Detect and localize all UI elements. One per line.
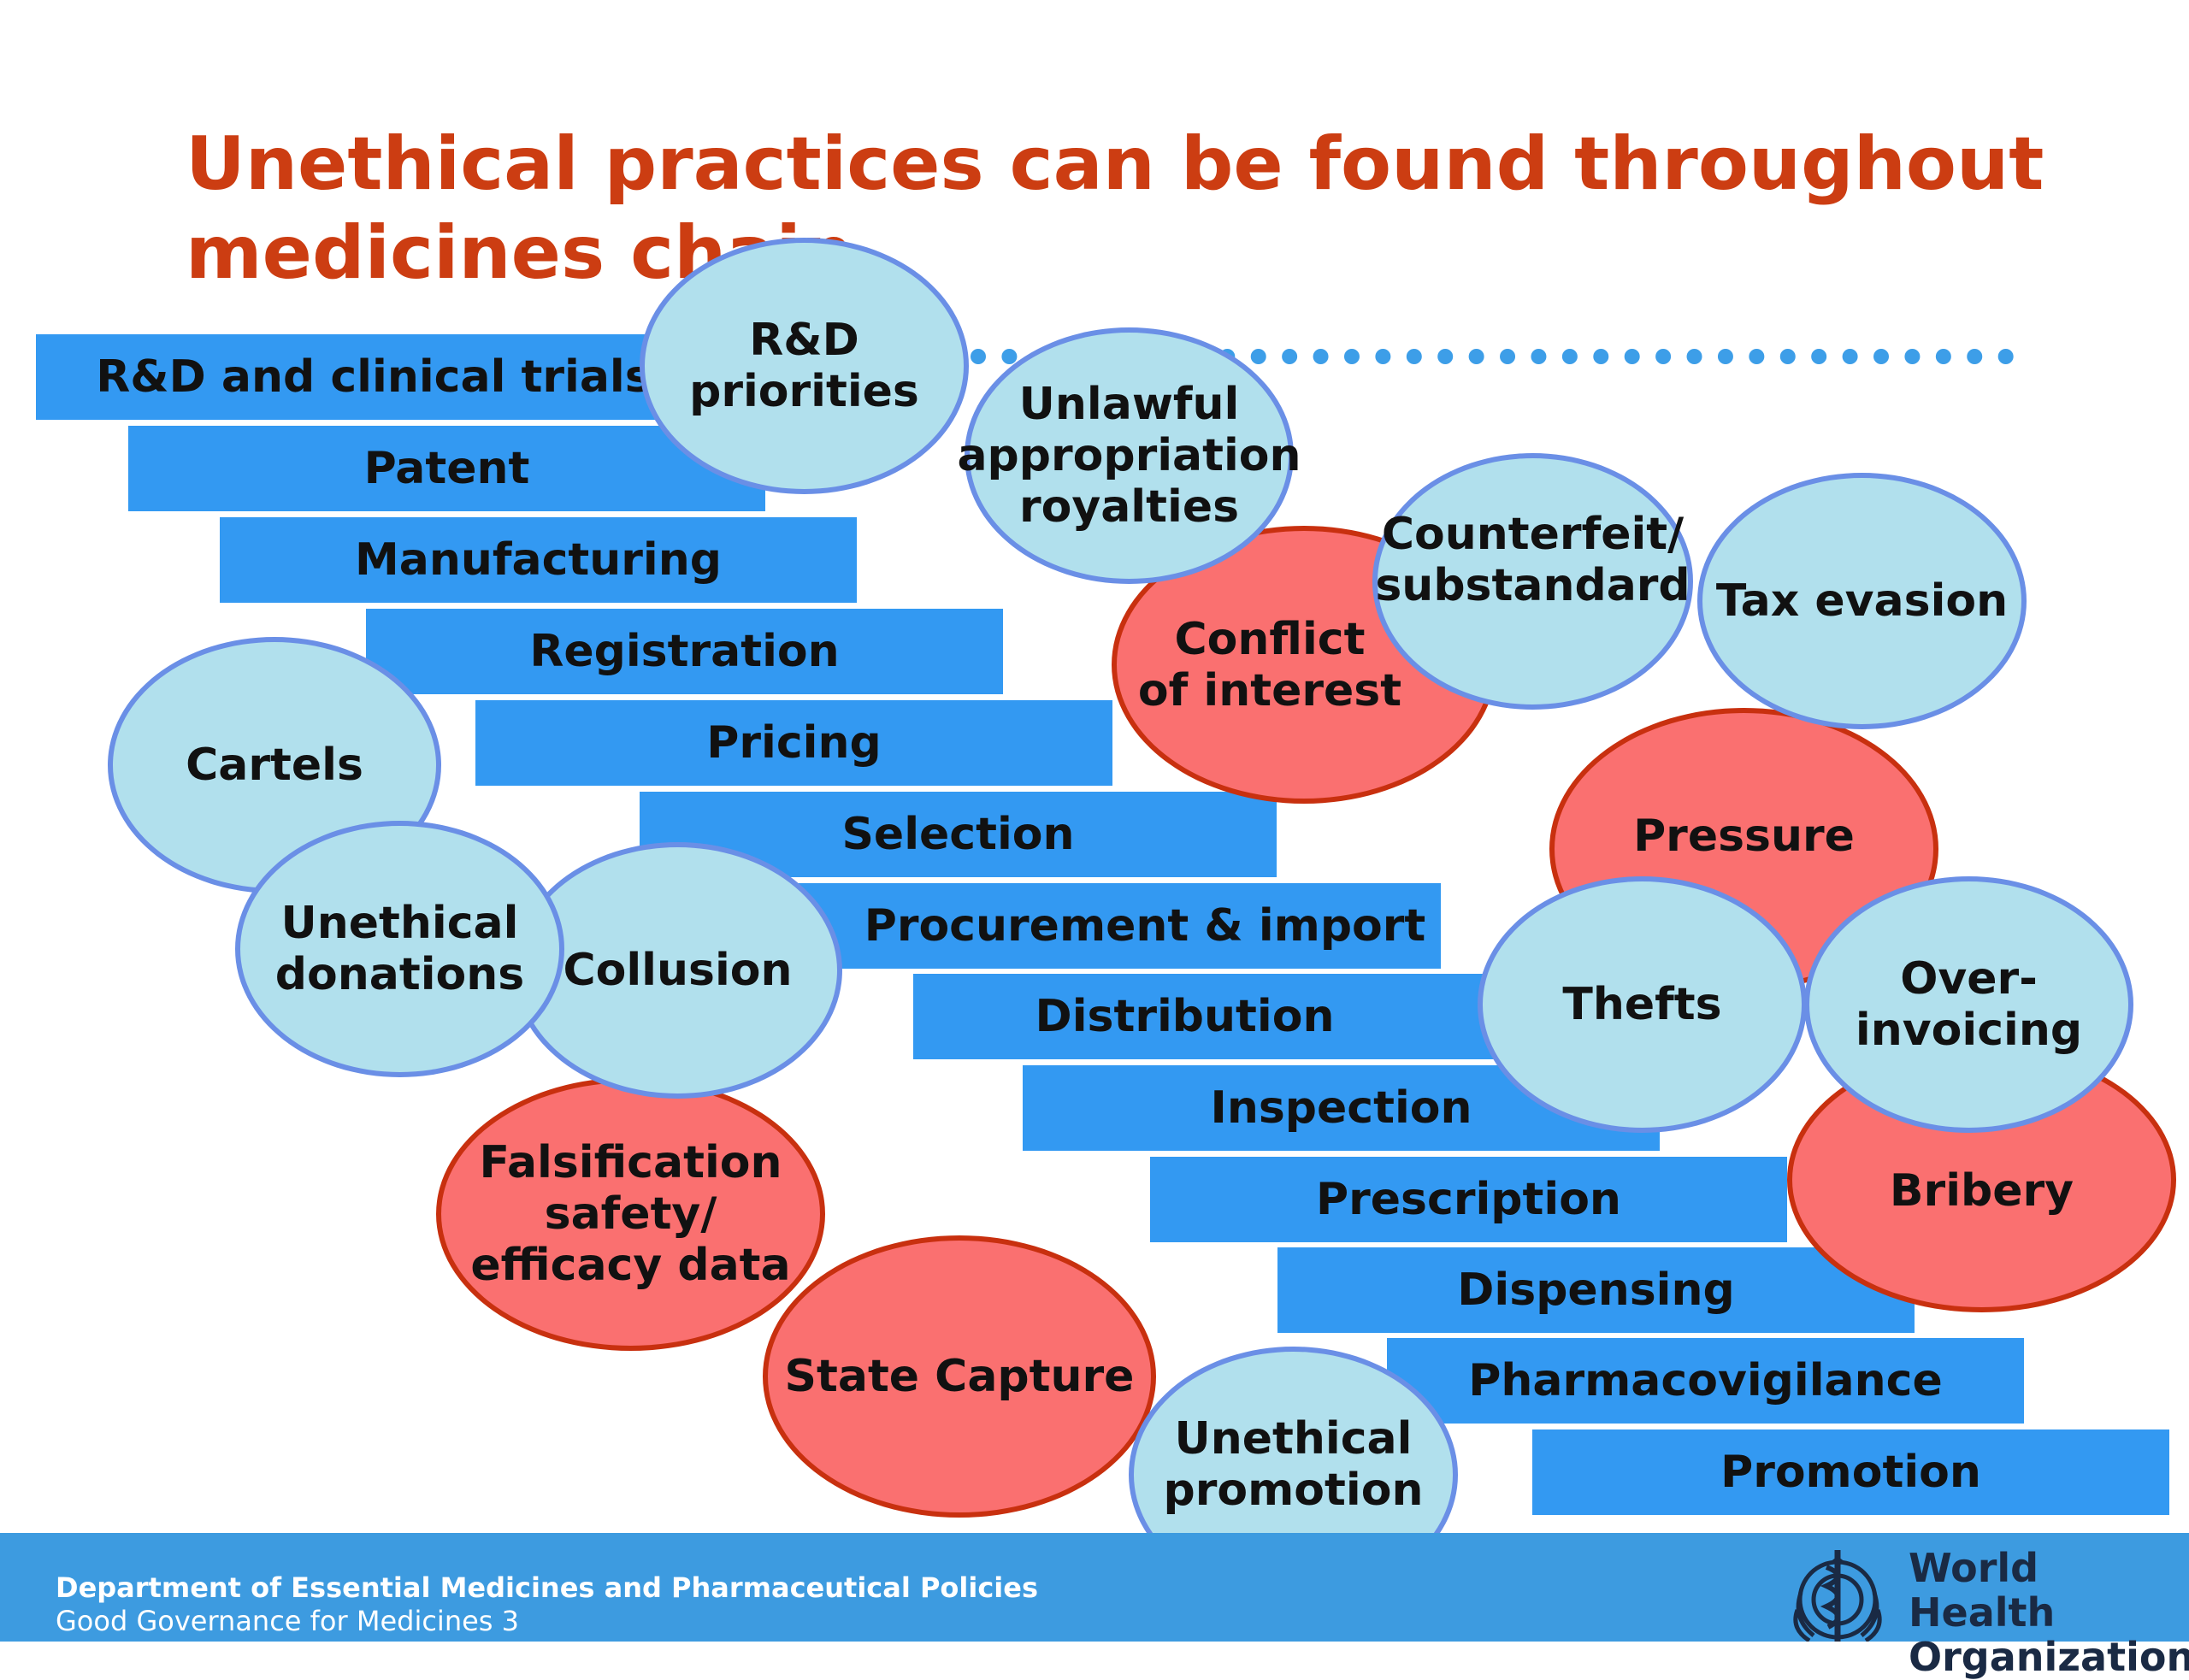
slide-title: Unethical practices can be found through…	[186, 121, 2044, 296]
footer-subtitle: Good Governance for Medicines 3	[56, 1605, 519, 1637]
step-registration: Registration	[366, 609, 1003, 694]
step-procurement-import: Procurement & import	[755, 883, 1441, 969]
who-emblem-icon	[1793, 1550, 1882, 1642]
practice-collusion: Collusion	[513, 842, 842, 1099]
step-manufacturing: Manufacturing	[220, 517, 857, 603]
practice-state-capture: State Capture	[763, 1235, 1156, 1518]
step-pricing: Pricing	[475, 700, 1112, 786]
practice-rd-priorities: R&D priorities	[640, 238, 969, 494]
step-pharmacovigilance: Pharmacovigilance	[1387, 1338, 2024, 1424]
step-rd-clinical-trials: R&D and clinical trials	[36, 334, 711, 420]
who-organization-name: World Health Organization	[1909, 1545, 2189, 1680]
practice-over-invoicing: Over- invoicing	[1804, 876, 2133, 1133]
practice-tax-evasion: Tax evasion	[1697, 473, 2027, 729]
practice-unethical-donations: Unethical donations	[235, 821, 564, 1077]
footer-department: Department of Essential Medicines and Ph…	[56, 1571, 1039, 1604]
step-promotion: Promotion	[1532, 1429, 2169, 1515]
practice-unlawful-royalties: Unlawful appropriation royalties	[957, 327, 1301, 584]
practice-falsification-data: Falsification safety/ efficacy data	[436, 1077, 825, 1351]
practice-counterfeit-substandard: Counterfeit/ substandard	[1372, 453, 1693, 710]
step-patent: Patent	[128, 426, 765, 511]
step-distribution: Distribution	[913, 974, 1550, 1059]
step-prescription: Prescription	[1150, 1157, 1787, 1242]
practice-thefts: Thefts	[1478, 876, 1807, 1133]
step-dispensing: Dispensing	[1277, 1247, 1915, 1333]
